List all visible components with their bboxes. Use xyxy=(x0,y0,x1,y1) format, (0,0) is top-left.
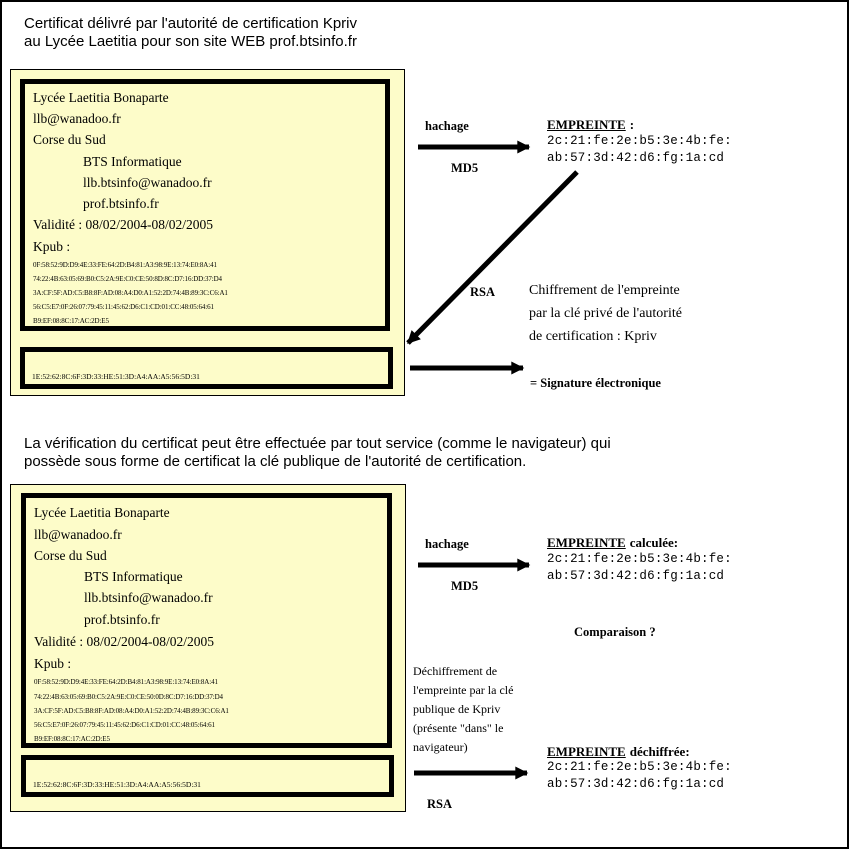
decrypt-note-line2: l'empreinte par la clé xyxy=(413,683,514,697)
bottom-signature-box: 1E:52:62:8C:6F:3D:33:HE:51:3D:A4:AA:A5:5… xyxy=(21,755,394,797)
calc-hash-line2: ab:57:3d:42:d6:fg:1a:cd xyxy=(547,569,725,583)
empreinte-title: EMPREINTE xyxy=(547,117,626,132)
cert-kpub-line: 3A:CF:5F:AD:C5:B8:8F:AD:08:A4:D0:A1:52:2… xyxy=(34,707,229,715)
top-caption-line1: Certificat délivré par l'autorité de cer… xyxy=(24,15,358,32)
cert-kpub-label: Kpub : xyxy=(33,239,71,254)
empreinte-dec-title: EMPREINTE xyxy=(547,744,626,759)
cert-kpub-line: 0F:58:52:9D:D9:4E:33:FE:64:2D:B4:81:A3:9… xyxy=(34,678,218,686)
encrypt-note-line3: de certification : Kpriv xyxy=(529,329,657,344)
dec-hash-line2: ab:57:3d:42:d6:fg:1a:cd xyxy=(547,777,725,791)
cert-email: llb@wanadoo.fr xyxy=(33,111,121,126)
cert-validity: Validité : 08/02/2004-08/02/2005 xyxy=(34,634,214,649)
bottom-certificate: Lycée Laetitia Bonaparte llb@wanadoo.fr … xyxy=(10,484,406,812)
top-caption-line2: au Lycée Laetitia pour son site WEB prof… xyxy=(24,33,357,50)
cert-website: prof.btsinfo.fr xyxy=(84,612,160,627)
decrypt-note-line1: Déchiffrement de xyxy=(413,664,498,678)
top-certificate-body: Lycée Laetitia Bonaparte llb@wanadoo.fr … xyxy=(20,79,390,331)
middle-caption-line1: La vérification du certificat peut être … xyxy=(24,435,611,452)
empreinte-calc-suffix: calculée: xyxy=(629,535,679,550)
cert-kpub-line: 74:22:4B:63:05:69:B0:C5:2A:9E:C0:CE:50:0… xyxy=(34,693,223,701)
cert-kpub-line: B9:EF:08:8C:17:AC:2D:E5 xyxy=(33,317,109,325)
cert-region: Corse du Sud xyxy=(33,132,106,147)
cert-owner: Lycée Laetitia Bonaparte xyxy=(33,90,169,105)
cert-dept-email: llb.btsinfo@wanadoo.fr xyxy=(83,175,212,190)
hash-value-line2: ab:57:3d:42:d6:fg:1a:cd xyxy=(547,151,725,165)
signature-label: = Signature électronique xyxy=(530,376,661,390)
cert-kpub-line: 74:22:4B:63:05:69:B0:C5:2A:9E:C0:CE:50:8… xyxy=(33,275,222,283)
cert-kpub-line: 56:C5:E7:0F:26:07:79:45:11:45:62:D6:C1:C… xyxy=(34,721,215,729)
cert-department: BTS Informatique xyxy=(83,154,182,169)
hash-label: hachage xyxy=(425,119,469,133)
empreinte-heading: EMPREINTE : xyxy=(547,116,634,134)
cert-department: BTS Informatique xyxy=(84,569,183,584)
cert-website: prof.btsinfo.fr xyxy=(83,196,159,211)
empreinte-dec-suffix: déchiffrée: xyxy=(629,744,690,759)
cert-region: Corse du Sud xyxy=(34,548,107,563)
encrypt-note-line1: Chiffrement de l'empreinte xyxy=(529,283,680,298)
cert-signature: 1E:52:62:8C:6F:3D:33:HE:51:3D:A4:AA:A5:5… xyxy=(32,372,200,381)
cert-dept-email: llb.btsinfo@wanadoo.fr xyxy=(84,590,213,605)
cert-kpub-line: 0F:58:52:9D:D9:4E:33:FE:64:2D:B4:81:A3:9… xyxy=(33,261,217,269)
cert-signature: 1E:52:62:8C:6F:3D:33:HE:51:3D:A4:AA:A5:5… xyxy=(33,780,201,789)
cert-owner: Lycée Laetitia Bonaparte xyxy=(34,505,170,520)
decrypt-note-line4: (présente "dans" le xyxy=(413,721,504,735)
rsa-label: RSA xyxy=(470,285,496,299)
cert-kpub-label: Kpub : xyxy=(34,656,72,671)
cert-kpub-line: B9:EF:08:8C:17:AC:2D:E5 xyxy=(34,735,110,743)
rsa-label: RSA xyxy=(427,797,453,811)
comparison-label: Comparaison ? xyxy=(574,625,656,639)
cert-kpub-line: 3A:CF:5F:AD:C5:B8:8F:AD:08:A4:D0:A1:52:2… xyxy=(33,289,228,297)
md5-label: MD5 xyxy=(451,579,479,593)
decrypt-note-line3: publique de Kpriv xyxy=(413,702,501,716)
empreinte-dec-heading: EMPREINTE déchiffrée: xyxy=(547,743,690,761)
empreinte-calc-title: EMPREINTE xyxy=(547,535,626,550)
decrypt-note-line5: navigateur) xyxy=(413,740,468,754)
middle-caption-line2: possède sous forme de certificat la clé … xyxy=(24,453,527,470)
calc-hash-line1: 2c:21:fe:2e:b5:3e:4b:fe: xyxy=(547,552,732,566)
empreinte-suffix: : xyxy=(629,117,635,132)
empreinte-calc-heading: EMPREINTE calculée: xyxy=(547,534,678,552)
dec-hash-line1: 2c:21:fe:2e:b5:3e:4b:fe: xyxy=(547,760,732,774)
md5-label: MD5 xyxy=(451,161,479,175)
encrypt-note-line2: par la clé privé de l'autorité xyxy=(529,306,682,321)
bottom-certificate-body: Lycée Laetitia Bonaparte llb@wanadoo.fr … xyxy=(21,493,392,748)
top-certificate: Lycée Laetitia Bonaparte llb@wanadoo.fr … xyxy=(10,69,405,396)
top-signature-box: 1E:52:62:8C:6F:3D:33:HE:51:3D:A4:AA:A5:5… xyxy=(20,347,393,389)
cert-email: llb@wanadoo.fr xyxy=(34,527,122,542)
hash-value-line1: 2c:21:fe:2e:b5:3e:4b:fe: xyxy=(547,134,732,148)
encrypt-arrow xyxy=(406,170,579,345)
cert-validity: Validité : 08/02/2004-08/02/2005 xyxy=(33,217,213,232)
hash-label: hachage xyxy=(425,537,469,551)
cert-kpub-line: 56:C5:E7:0F:26:07:79:45:11:45:62:D6:C1:C… xyxy=(33,303,214,311)
